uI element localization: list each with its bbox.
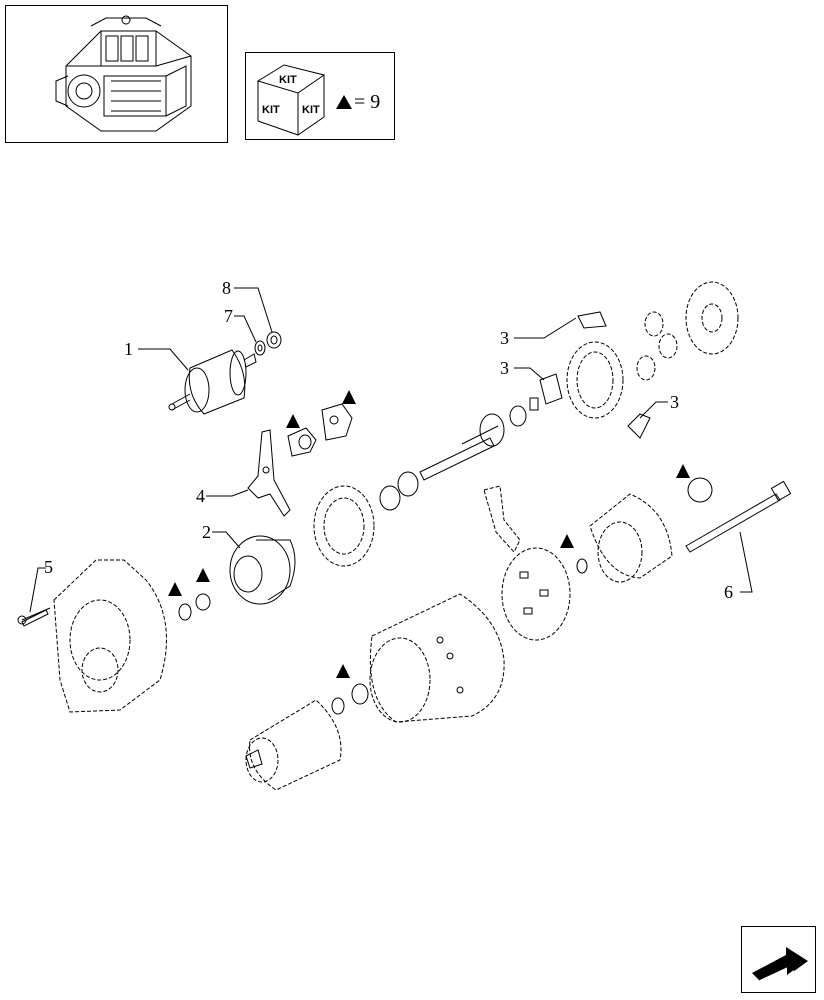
callout-3-a: 3 xyxy=(500,328,509,348)
field-yoke-part xyxy=(369,593,505,723)
planetary-set xyxy=(539,281,739,439)
kit-marker-icon xyxy=(342,390,356,404)
end-cap-part xyxy=(589,464,713,583)
callout-8: 8 xyxy=(222,278,231,298)
armature-part xyxy=(245,664,369,791)
ring-retainer xyxy=(168,568,211,621)
callout-3-c: 3 xyxy=(670,392,679,412)
drive-pinion-part xyxy=(229,535,296,605)
bush-block-b xyxy=(321,390,356,441)
kit-triangle-marker-icon xyxy=(336,95,352,109)
kit-right-label: KIT xyxy=(302,104,320,116)
callout-3-b: 3 xyxy=(500,358,509,378)
through-bolt-part xyxy=(685,480,792,553)
kit-marker-icon xyxy=(560,534,574,548)
screw-part xyxy=(21,609,49,627)
callout-4: 4 xyxy=(196,486,205,506)
nut-8 xyxy=(266,331,282,349)
kit-marker-icon xyxy=(676,464,690,478)
kit-marker-icon xyxy=(286,414,300,428)
callout-leaders xyxy=(29,287,753,613)
kit-marker-icon xyxy=(168,582,182,596)
kit-legend: KIT KIT KIT = 9 xyxy=(245,52,395,140)
bush-block-a xyxy=(286,414,317,457)
commutator-end-plate xyxy=(483,485,588,641)
kit-top-label: KIT xyxy=(279,74,297,86)
ring-gear-left xyxy=(313,471,419,567)
drive-end-housing xyxy=(17,559,167,713)
engine-icon xyxy=(55,15,192,132)
kit-equals-text: = 9 xyxy=(354,91,380,113)
next-page-button[interactable] xyxy=(741,926,816,993)
shaft-part xyxy=(419,397,539,481)
engine-thumbnail xyxy=(5,5,228,143)
callout-5: 5 xyxy=(44,557,53,577)
kit-box-icon: KIT KIT KIT = 9 xyxy=(256,64,380,136)
washer-7 xyxy=(254,340,266,356)
kit-marker-icon xyxy=(196,568,210,582)
callout-1: 1 xyxy=(124,339,133,359)
fork-lever-part xyxy=(247,429,291,517)
kit-marker-icon xyxy=(336,664,350,678)
kit-left-label: KIT xyxy=(262,104,280,116)
callout-2: 2 xyxy=(202,522,211,542)
callout-7: 7 xyxy=(224,306,233,326)
solenoid-part xyxy=(168,349,257,415)
callout-6: 6 xyxy=(724,582,733,602)
next-page-arrow-icon xyxy=(752,947,808,982)
